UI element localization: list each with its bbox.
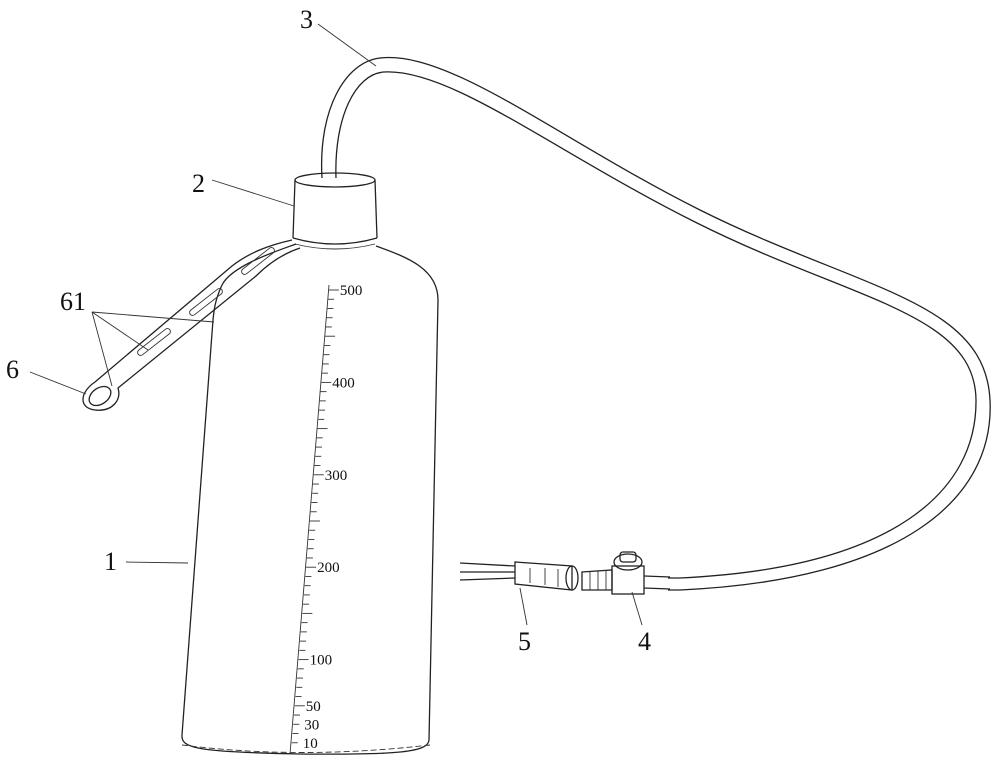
cap [292, 172, 378, 250]
scale-label: 300 [325, 468, 348, 484]
scale-label: 10 [303, 736, 318, 752]
label-cap: 2 [192, 169, 205, 198]
scale-label: 30 [304, 717, 319, 733]
label-tube: 3 [300, 5, 313, 34]
label-bottle: 1 [104, 547, 117, 576]
scale-label: 500 [340, 283, 363, 299]
connector [581, 551, 671, 595]
leader-lines [29, 23, 643, 626]
scale-label: 200 [317, 560, 340, 576]
volume-scale: 500 400 300 200 100 50 30 10 [289, 283, 363, 755]
label-strap: 6 [6, 355, 19, 384]
label-adapter: 5 [518, 627, 531, 656]
adapter [459, 561, 579, 591]
strap [82, 239, 301, 411]
label-connector: 4 [638, 627, 651, 656]
label-strap-slots: 61 [60, 287, 86, 316]
scale-label: 50 [306, 699, 321, 715]
scale-line [289, 284, 330, 755]
bottle [181, 243, 439, 755]
scale-label: 400 [332, 375, 355, 391]
scale-label: 100 [310, 653, 333, 669]
tube [320, 56, 991, 591]
